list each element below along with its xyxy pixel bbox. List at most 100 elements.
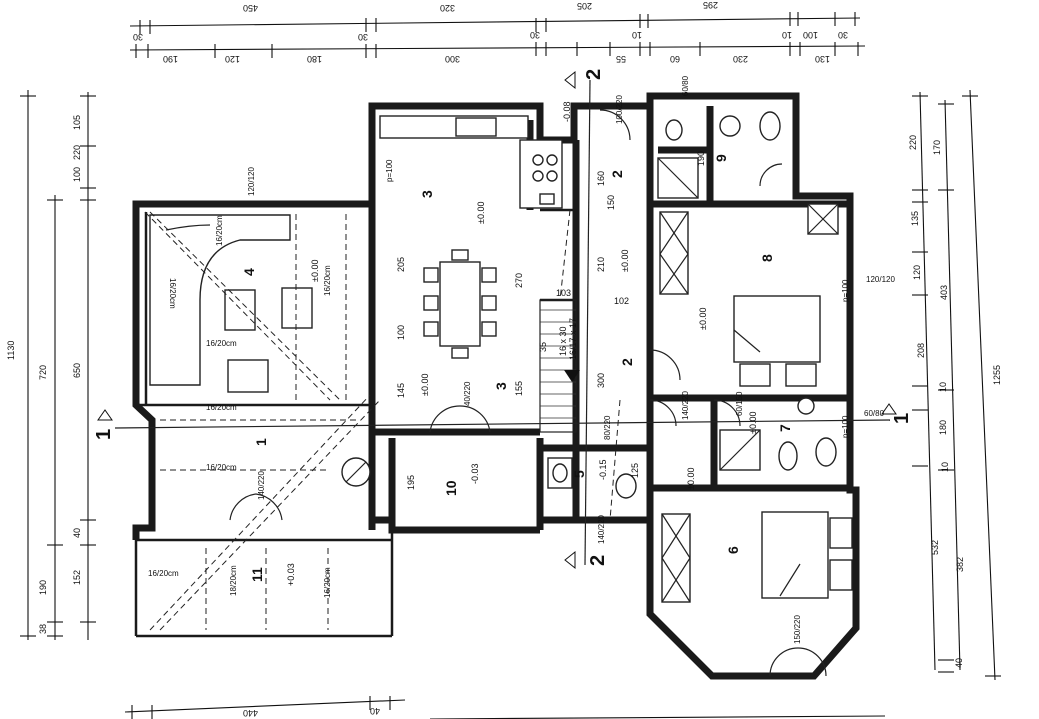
beam-label: 16/20cm <box>148 569 179 578</box>
bottom-dim-label: 440 <box>243 708 258 718</box>
level-mark: -0.03 <box>470 463 480 484</box>
room-label-3: 3 <box>419 190 435 198</box>
dim-label: 145 <box>396 383 406 398</box>
living-room-sofa <box>149 214 313 393</box>
section-marker-top: 2 <box>583 69 605 80</box>
beam-label: 16/20cm <box>206 339 237 348</box>
top-dim-label: 55 <box>616 54 626 64</box>
top-dim-label: 300 <box>445 54 460 64</box>
right-dim-label: 120 <box>912 265 922 280</box>
top-dimension-chains: 30 450 30 320 30 205 10 295 10 100 30 19… <box>129 0 866 64</box>
left-dim-label: 1130 <box>6 341 16 360</box>
bathroom-fixtures <box>341 111 837 499</box>
internal-dimensions: 205 100 145 270 210 160 150 300 155 195 … <box>396 151 706 490</box>
dim-label: 103 <box>556 288 571 298</box>
top-dim-label: 130 <box>815 54 830 64</box>
left-dim-label: 720 <box>38 365 48 380</box>
window-label: 100/220 <box>615 95 624 124</box>
left-dim-label: 190 <box>38 580 48 595</box>
top-dim-label: 100 <box>803 30 818 40</box>
top-dim-label: 320 <box>440 3 455 13</box>
level-mark: ±0.00 <box>310 260 320 282</box>
section-marker-bottom: 2 <box>587 555 609 566</box>
level-mark: ±0.00 <box>748 412 758 434</box>
section-line-1 <box>97 403 897 429</box>
section-line-2 <box>564 70 591 570</box>
top-dim-label: 10 <box>632 30 642 40</box>
dim-label: 35 <box>538 342 548 352</box>
top-dim-label: 10 <box>782 30 792 40</box>
kitchen-counters <box>379 115 563 209</box>
right-dim-label: 1255 <box>992 365 1002 385</box>
room-label-7: 7 <box>777 424 793 432</box>
level-mark: ±0.00 <box>476 202 486 224</box>
dim-label: 210 <box>596 257 606 272</box>
window-label: 80/220 <box>603 415 612 440</box>
beam-label: 16/20cm <box>168 278 177 309</box>
right-dimension-chains: 1255 403 532 382 40 220 135 120 208 180 … <box>908 89 1002 681</box>
top-dim-label: 230 <box>733 54 748 64</box>
room-labels: 4 1 3 3 2 2 5 6 7 8 9 10 11 <box>241 154 793 582</box>
dim-label: 102 <box>614 296 629 306</box>
level-mark: -0.15 <box>598 459 608 480</box>
stair-steps: 16 x 30 <box>558 326 568 356</box>
dining-table <box>423 249 497 359</box>
top-dim-label: 30 <box>358 32 368 42</box>
window-label: 120/120 <box>866 275 895 284</box>
beam-label: 16/20cm <box>215 215 224 246</box>
dim-label: 190 <box>696 151 706 166</box>
right-dim-label: 170 <box>932 140 942 155</box>
dim-label: 195 <box>406 475 416 490</box>
right-dim-label: 10 <box>940 462 950 472</box>
window-label: 60/80 <box>864 409 885 418</box>
room-label-5: 5 <box>571 470 587 478</box>
top-dim-label: 30 <box>838 30 848 40</box>
right-dim-label: 10 <box>938 382 948 392</box>
right-dim-label: 135 <box>910 211 920 226</box>
staircase <box>539 299 580 433</box>
room-label-2: 2 <box>609 170 625 178</box>
bottom-dimension-chain: 440 40 <box>124 696 886 719</box>
right-dim-label: 220 <box>908 135 918 150</box>
section-marker-left: 1 <box>93 429 115 440</box>
window-label: 120/120 <box>247 167 256 196</box>
stair-rise: 16/17 x 17 <box>568 318 578 360</box>
bottom-dim-label: 40 <box>370 706 380 716</box>
left-dim-label: 105 <box>72 115 82 130</box>
doors <box>229 109 827 677</box>
beams-and-hatching <box>144 209 621 631</box>
dim-label: 270 <box>514 273 524 288</box>
window-label: 60/80 <box>681 75 690 96</box>
room-label-1: 1 <box>253 438 269 446</box>
room-label-11: 11 <box>249 567 265 582</box>
room-label-6: 6 <box>725 546 741 554</box>
window-label: 140/220 <box>681 391 690 420</box>
top-dim-label: 190 <box>163 54 178 64</box>
exterior-walls <box>132 92 860 680</box>
parapet-label: p=100 <box>841 279 850 302</box>
room-label-8: 8 <box>759 254 775 262</box>
top-dim-label: 30 <box>530 30 540 40</box>
right-dim-label: 40 <box>954 658 964 668</box>
left-dim-label: 220 <box>72 145 82 160</box>
beam-label: 18/20cm <box>229 565 238 596</box>
window-label: 60/150 <box>735 391 744 416</box>
beam-label: 16/20cm <box>323 265 332 296</box>
beam-label: 16/20cm <box>323 567 332 598</box>
left-dim-label: 650 <box>72 363 82 378</box>
bed-room-6 <box>761 511 853 599</box>
dim-label: 155 <box>514 381 524 396</box>
left-dim-label: 40 <box>72 528 82 538</box>
left-dim-label: 152 <box>72 570 82 585</box>
section-marker-right: 1 <box>891 413 913 424</box>
room-label-9: 9 <box>713 154 729 162</box>
top-dim-label: 450 <box>243 3 258 13</box>
top-dim-label: 60 <box>670 54 680 64</box>
dim-label: 205 <box>396 257 406 272</box>
level-marks: ±0.00 ±0.00 ±0.00 ±0.00 ±0.00 -0.03 -0.1… <box>286 101 758 586</box>
parapet-label: p=100 <box>385 159 394 182</box>
level-mark: ±0.00 <box>620 250 630 272</box>
window-labels: 120/120 100/220 80/220 60/80 140/220 150… <box>247 75 895 644</box>
level-mark: ±0.00 <box>420 374 430 396</box>
room-label-4: 4 <box>241 268 257 276</box>
